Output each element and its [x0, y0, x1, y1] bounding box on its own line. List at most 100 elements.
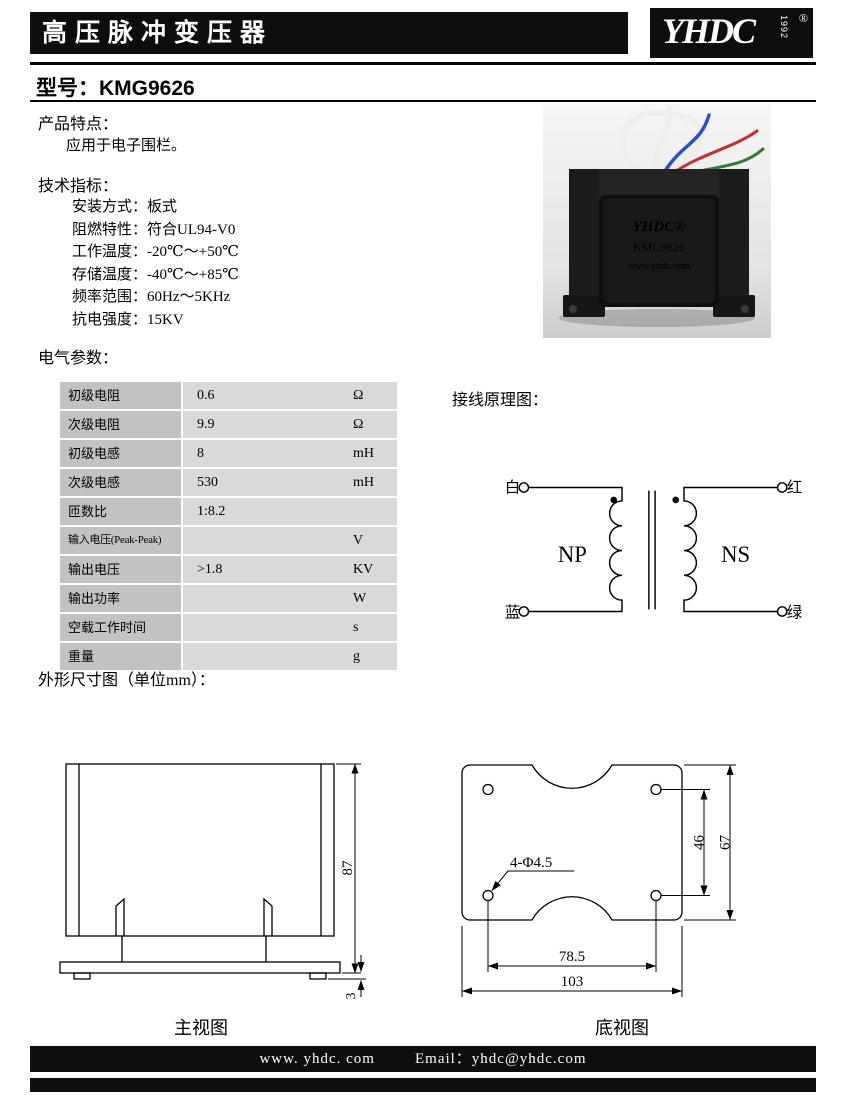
bottom-view: 46 67 78.5 103 4-Φ4.5 — [452, 750, 804, 1027]
model-divider — [30, 100, 816, 102]
terminal-label-blue: 蓝 — [505, 604, 521, 622]
photo-site: www.yhdc.com — [628, 261, 691, 272]
spec-item: 安装方式：板式 — [72, 199, 178, 215]
param-unit: W — [353, 591, 367, 606]
param-label: 输出电压 — [60, 556, 181, 583]
product-photo: YHDC® KMG9626 www.yhdc.com — [543, 103, 771, 338]
param-label: 初级电感 — [60, 440, 181, 467]
param-unit: Ω — [353, 417, 364, 432]
wire-white-loop-icon — [619, 109, 705, 176]
param-unit: g — [353, 649, 360, 664]
param-value: >1.8 — [197, 562, 223, 577]
terminal-red — [776, 482, 788, 493]
front-view-drawing: 87 3 — [59, 763, 366, 1000]
dim-front-foot: 3 — [344, 993, 359, 1000]
primary-label: NP — [558, 542, 587, 567]
param-label: 输出功率 — [60, 585, 181, 612]
table-row: 初级电感 8 mH — [60, 440, 397, 467]
table-row: 输入电压(Peak-Peak) V — [60, 527, 397, 554]
wiring-schematic-drawing: 白 蓝 红 绿 NP NS — [505, 479, 803, 622]
table-row: 匝数比 1:8.2 — [60, 498, 397, 525]
terminal-green — [776, 606, 788, 617]
param-value: 9.9 — [197, 417, 215, 432]
mounting-hole — [482, 889, 494, 902]
spec-item: 工作温度：-20℃～+50℃ — [72, 244, 240, 260]
param-unit: mH — [353, 475, 374, 490]
param-value: 1:8.2 — [197, 504, 226, 519]
front-view: 87 3 — [56, 756, 368, 1013]
terminal-label-white: 白 — [505, 479, 521, 497]
param-value — [183, 533, 197, 548]
dim-hole-callout: 4-Φ4.5 — [510, 855, 552, 871]
table-row: 重量 g — [60, 643, 397, 670]
wiring-heading: 接线原理图： — [452, 392, 549, 409]
brand-logo: YHDC 1992 ® — [650, 8, 813, 58]
dim-width: 103 — [561, 974, 584, 990]
param-label: 空载工作时间 — [60, 614, 181, 641]
param-label: 初级电阻 — [60, 382, 181, 409]
spec-item: 存储温度：-40℃～+85℃ — [72, 266, 240, 283]
secondary-label: NS — [721, 542, 750, 567]
terminal-blue — [518, 606, 530, 617]
logo-wordmark: YHDC — [662, 11, 756, 51]
terminal-label-red: 红 — [787, 479, 803, 497]
front-dimension-lines — [328, 763, 366, 997]
terminal-label-green: 绿 — [787, 604, 803, 622]
footer-website: www. yhdc. com — [259, 1051, 375, 1067]
param-value: 0.6 — [197, 388, 215, 403]
table-row: 次级电阻 9.9 Ω — [60, 411, 397, 438]
footer-email: Email：yhdc@yhdc.com — [414, 1051, 587, 1067]
product-photo-image: YHDC® KMG9626 www.yhdc.com — [543, 103, 771, 338]
dimensions-heading: 外形尺寸图（单位mm）： — [38, 672, 215, 689]
specs-heading: 技术指标： — [38, 178, 119, 195]
wiring-schematic: 白 蓝 红 绿 NP NS — [498, 450, 808, 655]
secondary-winding — [683, 486, 778, 613]
param-value-cell: 1:8.2 — [183, 498, 397, 525]
wires — [619, 104, 765, 179]
bottom-dimension-lines — [461, 764, 736, 997]
param-unit: mH — [353, 446, 374, 461]
footer-contact-bar: www. yhdc. com Email：yhdc@yhdc.com — [30, 1046, 816, 1072]
model-number: 型号：KMG9626 — [36, 72, 195, 102]
specs-list: 安装方式：板式 阻燃特性：符合UL94-V0 工作温度：-20℃～+50℃ 存储… — [72, 196, 239, 331]
param-label: 匝数比 — [60, 498, 181, 525]
photo-shadow — [559, 309, 755, 327]
front-view-label: 主视图 — [174, 1018, 228, 1038]
param-value: 8 — [197, 446, 204, 461]
page-title: 高压脉冲变压器 — [30, 12, 628, 54]
logo-year: 1992 — [779, 15, 789, 40]
model-label: 型号： — [36, 77, 99, 100]
model-value: KMG9626 — [99, 77, 195, 100]
param-label: 次级电阻 — [60, 411, 181, 438]
param-unit: V — [353, 533, 364, 548]
primary-winding — [528, 486, 623, 613]
photo-brand: YHDC® — [633, 219, 686, 235]
spec-item: 阻燃特性：符合UL94-V0 — [72, 221, 236, 238]
schematic-lines — [518, 482, 788, 617]
dim-hole-span-h: 78.5 — [559, 949, 585, 965]
param-value — [183, 591, 197, 606]
spec-item: 抗电强度：15KV — [72, 311, 184, 328]
param-value — [183, 649, 197, 664]
wire-red-icon — [671, 129, 759, 175]
param-unit: s — [353, 620, 359, 635]
param-value-cell: s — [183, 614, 397, 641]
transformer-body — [563, 169, 755, 317]
param-value-cell: V — [183, 527, 397, 554]
dim-height: 67 — [718, 835, 734, 851]
wire-blue-icon — [663, 113, 711, 173]
mounting-hole — [482, 783, 494, 796]
param-label: 重量 — [60, 643, 181, 670]
param-value-cell: 9.9 Ω — [183, 411, 397, 438]
dim-front-height: 87 — [340, 860, 356, 876]
table-row: 输出功率 W — [60, 585, 397, 612]
mounting-hole — [650, 889, 662, 902]
photo-label: YHDC® KMG9626 www.yhdc.com — [628, 219, 691, 272]
